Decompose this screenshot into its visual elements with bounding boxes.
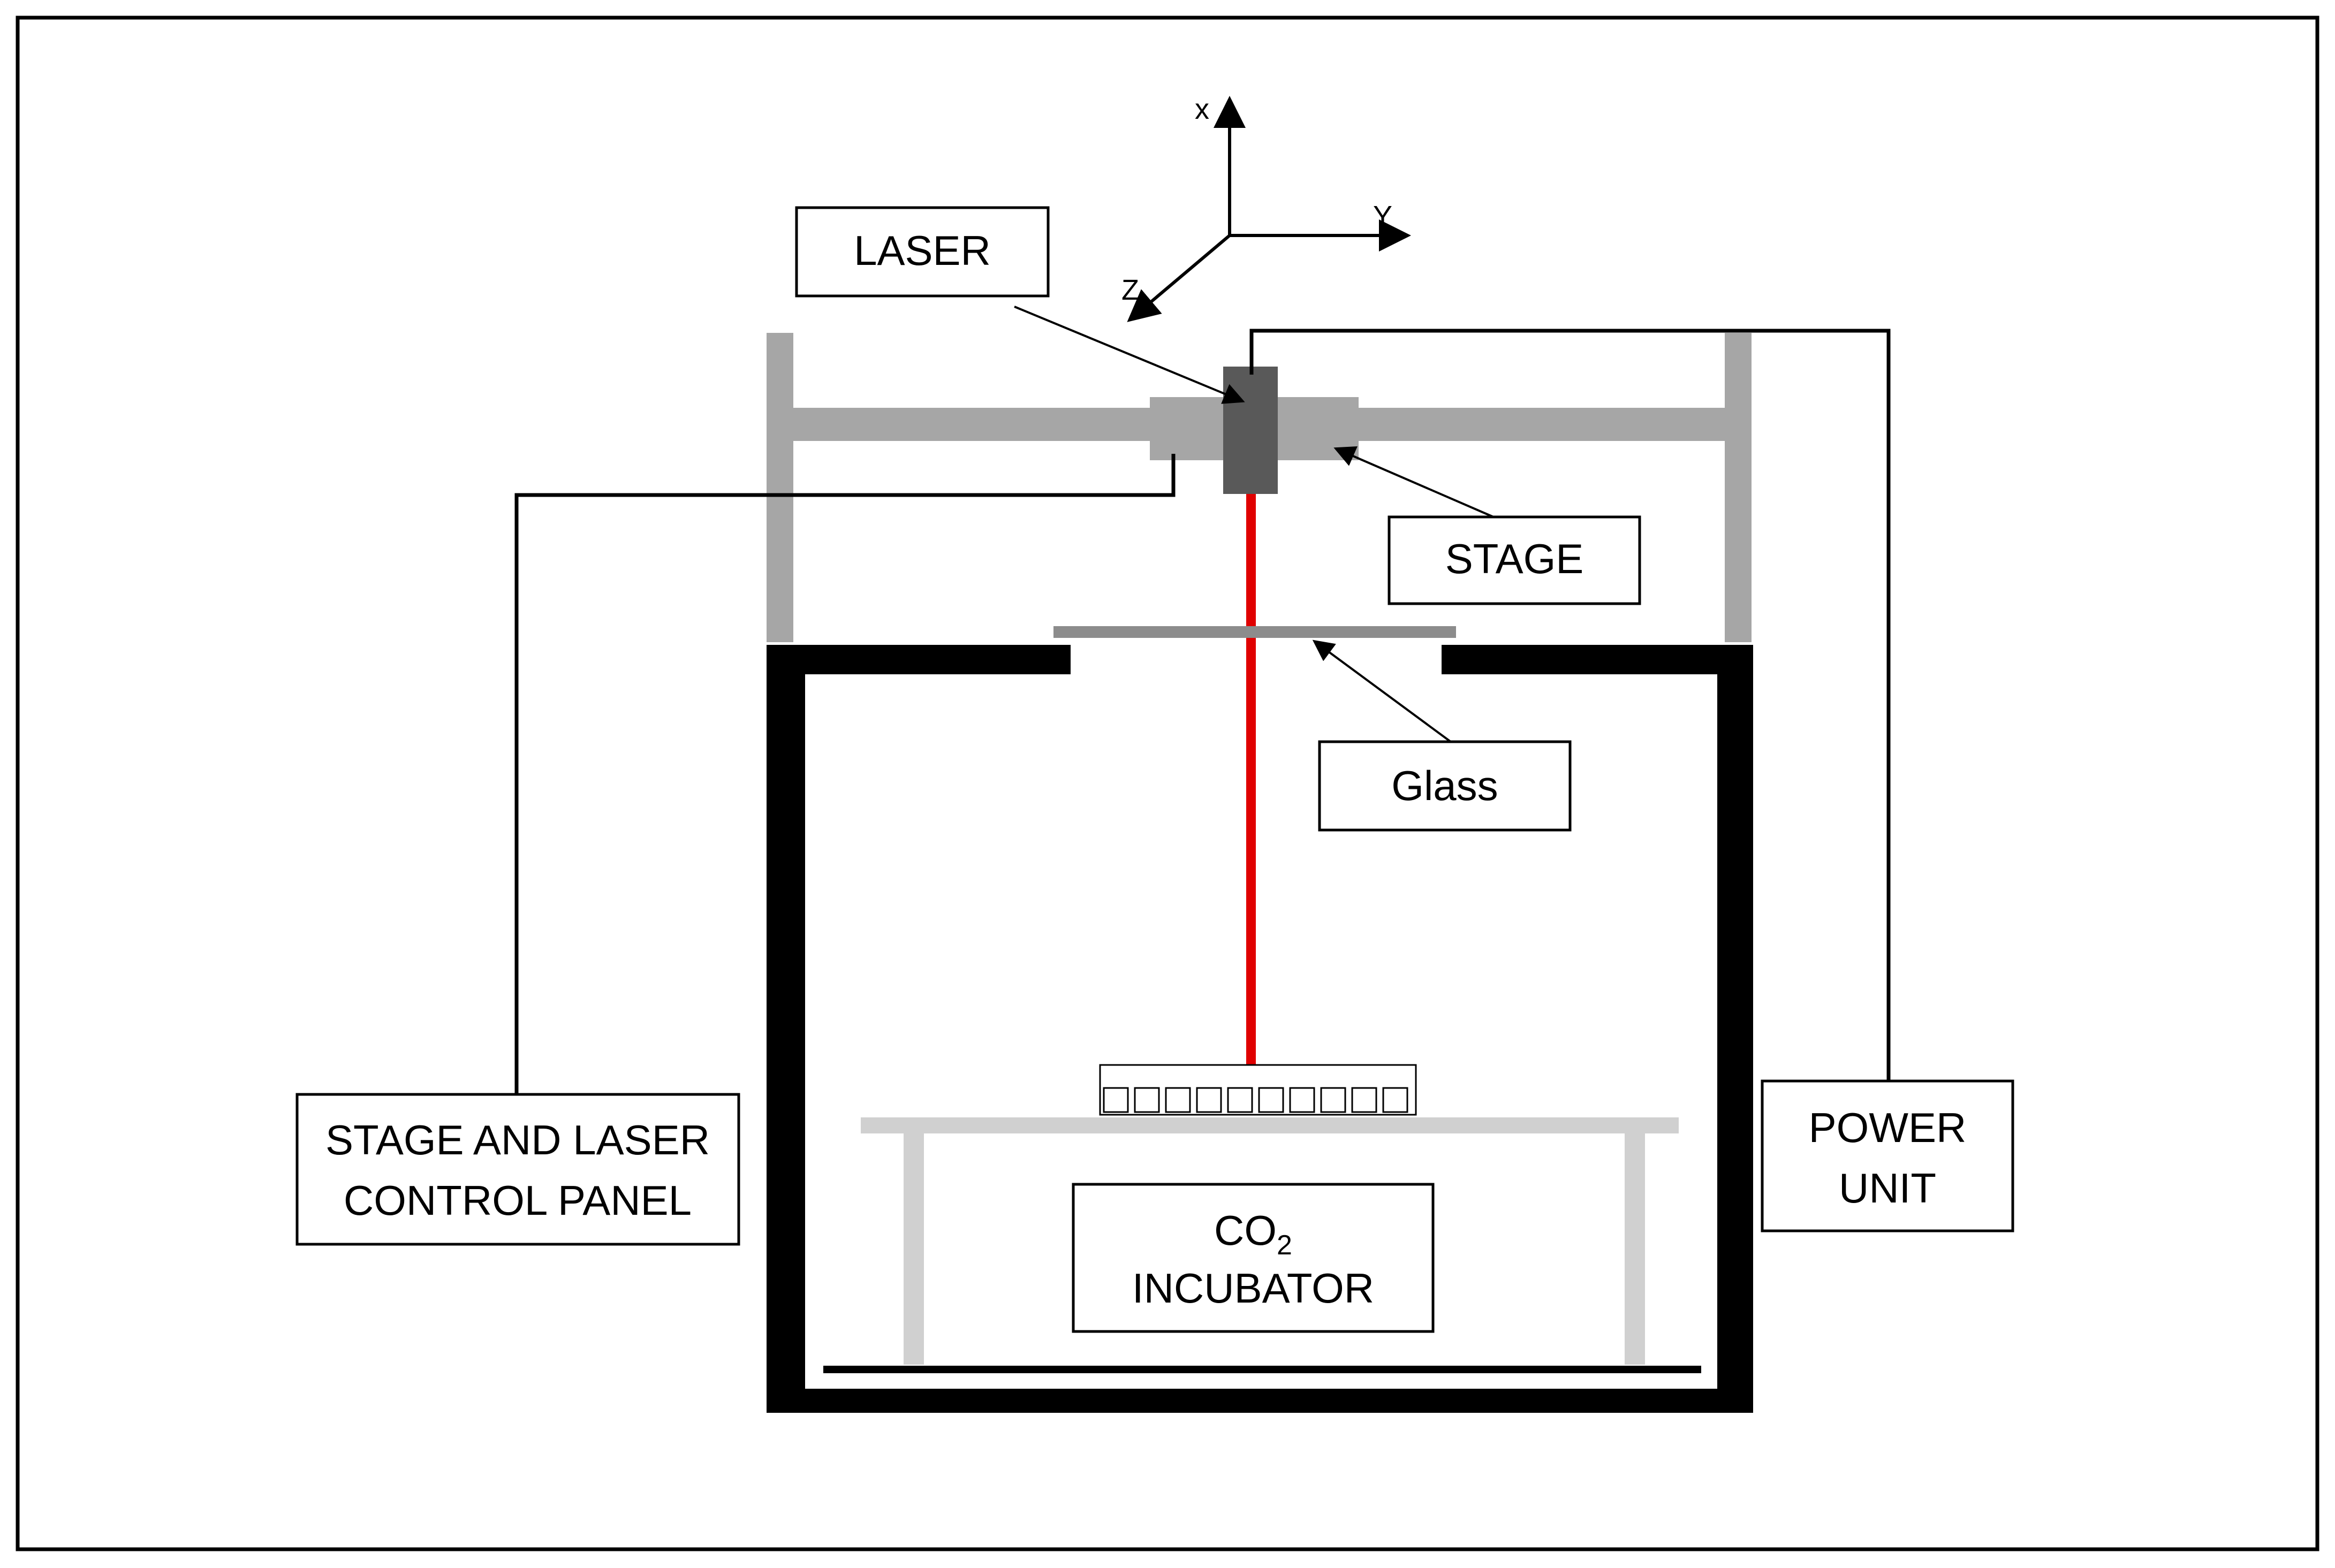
incubator-label-line2: INCUBATOR <box>1132 1265 1374 1312</box>
incubator-right-wall <box>1717 645 1753 1413</box>
incubator-callout: CO2 INCUBATOR <box>1072 1183 1435 1333</box>
incubator-left-wall <box>767 645 805 1413</box>
table-left-leg <box>904 1133 924 1365</box>
power-unit-label-line2: UNIT <box>1839 1164 1936 1212</box>
gantry-left-post <box>767 333 793 642</box>
well <box>1351 1087 1377 1113</box>
incubator-label-box <box>1072 1183 1435 1333</box>
glass-plate <box>1053 626 1456 638</box>
power-unit-label-box <box>1761 1079 2014 1232</box>
outer-frame <box>16 16 2319 1551</box>
laser-pointer-arrow <box>1014 306 1245 404</box>
stage-callout: STAGE <box>1333 446 1641 605</box>
wiring <box>514 329 1891 1094</box>
table-right-leg <box>1625 1133 1645 1365</box>
power-unit-cable <box>1249 329 1891 1081</box>
well-row <box>1103 1087 1408 1113</box>
coordinate-axes: x Y Z <box>1121 93 1411 322</box>
gantry-right-post <box>1725 333 1752 642</box>
stage-label: STAGE <box>1445 535 1584 582</box>
well <box>1103 1087 1129 1113</box>
well <box>1258 1087 1284 1113</box>
control-panel-label-line2: CONTROL PANEL <box>344 1177 692 1224</box>
x-axis-label: x <box>1195 93 1209 125</box>
control-panel-callout: STAGE AND LASER CONTROL PANEL <box>295 1093 740 1246</box>
well <box>1227 1087 1253 1113</box>
stage-gantry <box>767 333 1752 642</box>
z-axis-label: Z <box>1121 274 1139 306</box>
power-unit-label-line1: POWER <box>1809 1104 1967 1151</box>
incubator-floor-line <box>823 1366 1701 1373</box>
incubator-top-left-wall <box>767 645 1071 674</box>
stage-pointer-arrow <box>1333 446 1494 518</box>
well-plate <box>1099 1064 1417 1116</box>
well <box>1165 1087 1191 1113</box>
incubator-label-subscript: 2 <box>1277 1230 1292 1261</box>
glass-label: Glass <box>1391 762 1498 809</box>
control-panel-cable <box>514 454 1176 1094</box>
control-panel-label-line1: STAGE AND LASER <box>325 1116 710 1163</box>
well <box>1196 1087 1222 1113</box>
power-unit-callout: POWER UNIT <box>1761 1079 2014 1232</box>
well <box>1289 1087 1315 1113</box>
incubator-enclosure <box>767 645 1753 1413</box>
incubator-top-right-wall <box>1442 645 1753 674</box>
glass-pointer-arrow <box>1312 640 1452 743</box>
laser-label-box <box>795 206 1050 298</box>
glass-label-box <box>1318 740 1572 832</box>
control-panel-label-box <box>295 1093 740 1246</box>
laser-beam <box>1246 494 1256 1093</box>
laser-callout: LASER <box>795 206 1245 404</box>
laser-label: LASER <box>854 227 991 274</box>
incubator-label-co: CO <box>1214 1207 1277 1254</box>
incubator-table <box>861 1117 1679 1365</box>
incubator-bottom-wall <box>767 1389 1753 1413</box>
z-axis-arrow <box>1127 234 1231 322</box>
laser-head <box>1223 367 1278 494</box>
stage-label-box <box>1388 515 1641 605</box>
table-top <box>861 1117 1679 1133</box>
incubator-label-line1: CO2 <box>1214 1207 1292 1261</box>
well <box>1320 1087 1346 1113</box>
y-axis-label: Y <box>1373 200 1392 232</box>
well <box>1382 1087 1408 1113</box>
well <box>1134 1087 1160 1113</box>
glass-callout: Glass <box>1312 640 1572 832</box>
